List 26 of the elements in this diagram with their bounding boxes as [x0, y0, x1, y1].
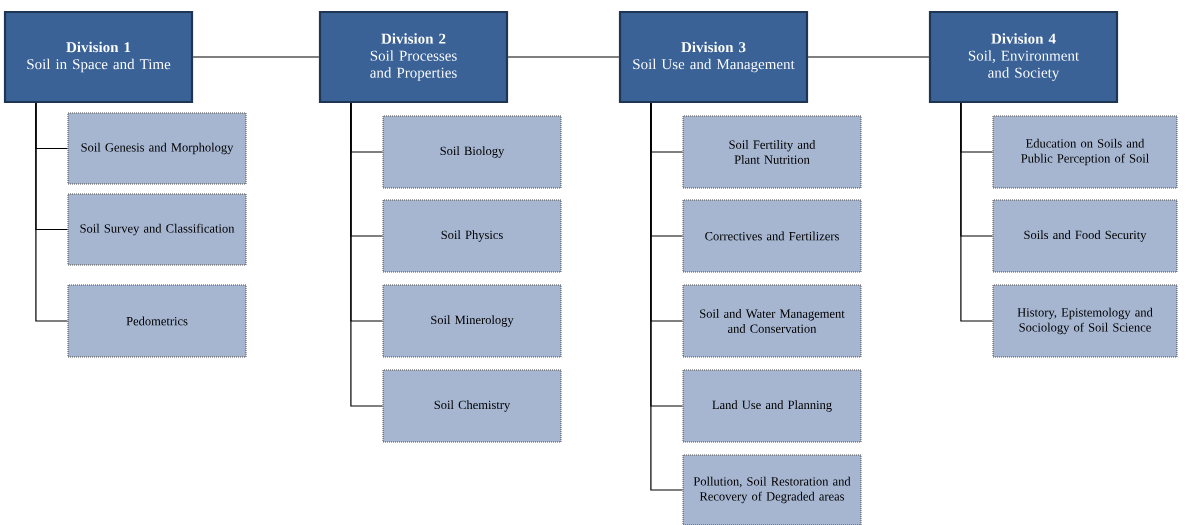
- connector-line: [807, 56, 930, 58]
- connector-line: [350, 102, 384, 407]
- topic-box: Education on Soils and Public Perception of Soil: [992, 115, 1178, 189]
- topic-box: Soil Survey and Classification: [67, 193, 247, 266]
- topic-box: Soil Minerology: [382, 284, 562, 358]
- division-box: Division 2 Soil Processes and Properties: [318, 10, 509, 104]
- topic-box: Soil Genesis and Morphology: [67, 112, 247, 185]
- topic-box: Pollution, Soil Restoration and Recovery of Degraded areas: [682, 454, 862, 525]
- topic-box: Soil Biology: [382, 115, 562, 189]
- topic-box: Soil Physics: [382, 199, 562, 273]
- topic-box: History, Epistemology and Sociology of Soil Science: [992, 284, 1178, 358]
- connector-line: [35, 102, 69, 322]
- division-box: Division 4 Soil, Environment and Society: [928, 10, 1119, 104]
- connector-line: [507, 56, 620, 58]
- connector-line: [650, 102, 684, 491]
- connector-line: [960, 102, 994, 322]
- connector-line: [192, 56, 320, 58]
- topic-box: Soils and Food Security: [992, 199, 1178, 273]
- topic-box: Soil Chemistry: [382, 369, 562, 443]
- topic-box: Soil and Water Management and Conservation: [682, 284, 862, 358]
- division-box: Division 1 Soil in Space and Time: [3, 10, 194, 104]
- topic-box: Pedometrics: [67, 284, 247, 358]
- topic-box: Land Use and Planning: [682, 369, 862, 443]
- division-box: Division 3 Soil Use and Management: [618, 10, 809, 104]
- topic-box: Soil Fertility and Plant Nutrition: [682, 115, 862, 189]
- topic-box: Correctives and Fertilizers: [682, 199, 862, 273]
